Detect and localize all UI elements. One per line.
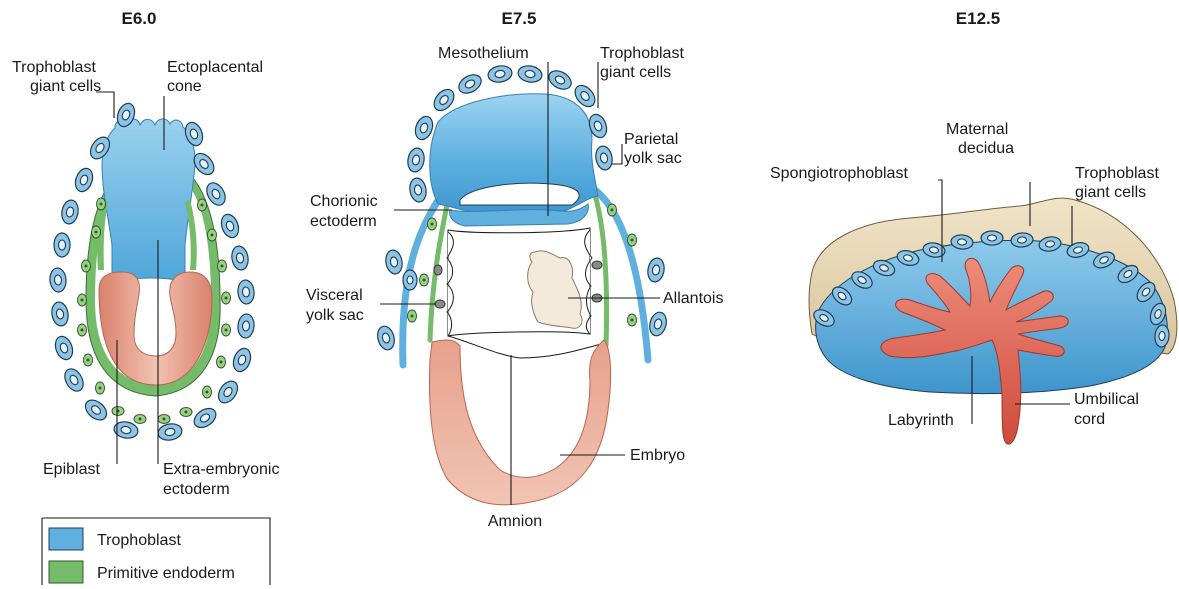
legend-swatch-primitive-endoderm	[49, 561, 83, 583]
legend: Trophoblast Primitive endoderm	[42, 518, 270, 585]
e6-label-epiblast: Epiblast	[43, 461, 100, 478]
e7-5-label-embryo: Embryo	[630, 447, 685, 464]
stage-title-e12-5: E12.5	[956, 9, 1000, 28]
e7-5-visceral-endoderm-right	[595, 195, 607, 345]
e7-5-amnion	[448, 336, 602, 358]
e7-5-label-mesothelium: Mesothelium	[438, 45, 529, 62]
legend-swatch-trophoblast	[49, 528, 83, 550]
legend-label-trophoblast: Trophoblast	[97, 532, 181, 549]
e6-trophoblast	[102, 119, 195, 284]
e12-5-label-labyrinth: Labyrinth	[888, 412, 954, 429]
e6-leader-tgc	[96, 92, 114, 118]
e6-embryo	[49, 92, 255, 464]
legend-label-primitive-endoderm: Primitive endoderm	[97, 565, 235, 582]
e7-5-embryo	[430, 340, 611, 505]
e12-5-label-spongiotrophoblast: Spongiotrophoblast	[770, 165, 908, 182]
e7-5-label-allantois: Allantois	[663, 290, 723, 307]
e7-5-conceptus	[375, 62, 669, 505]
e7-5-label-amnion: Amnion	[488, 513, 542, 530]
stage-title-e7-5: E7.5	[502, 9, 537, 28]
stage-title-e6: E6.0	[122, 9, 157, 28]
e7-5-parietal-yolk-sac-right	[595, 190, 648, 360]
e7-5-leader-pys	[612, 144, 622, 164]
